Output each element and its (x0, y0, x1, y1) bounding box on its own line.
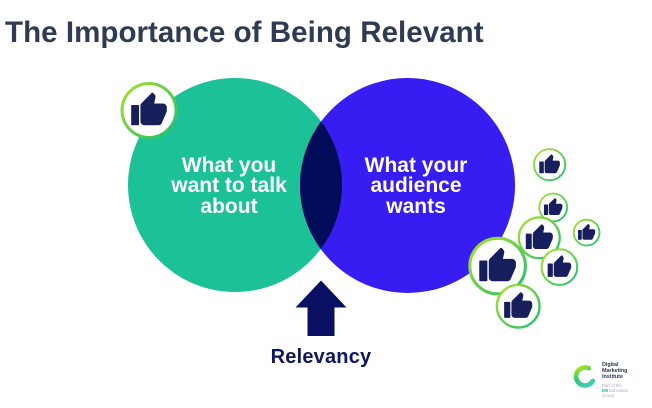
thumbs-up-badge (468, 236, 527, 296)
logo-tagline-accent: IMI (602, 388, 608, 394)
dmi-logo-text: Digital Marketing Institute Part of the … (602, 362, 628, 399)
right-circle-label: What your audience wants (296, 153, 536, 218)
circle-label-line: wants (386, 194, 446, 218)
dmi-logo: Digital Marketing Institute Part of the … (573, 362, 628, 399)
thumbs-up-badge (495, 283, 541, 329)
circle-label-line: about (200, 194, 258, 218)
relevancy-arrow-icon (295, 280, 347, 336)
thumbs-up-badge (533, 148, 567, 182)
circle-label-line: What you (181, 153, 277, 177)
logo-name-line: Marketing (602, 367, 628, 374)
circle-label-line: want to talk (171, 174, 287, 198)
circle-label-line: What your (364, 153, 468, 177)
thumbs-up-badge (120, 81, 178, 139)
thumbs-up-badge (572, 218, 601, 247)
thumbs-up-badges (120, 81, 601, 329)
logo-tagline-line: IMI Education (602, 388, 628, 393)
left-venn-circle (128, 78, 342, 292)
logo-tagline-line: Part of the (602, 383, 622, 389)
logo-tagline-line: Group (602, 393, 614, 399)
page-title: The Importance of Being Relevant (5, 16, 484, 49)
logo-name-line: Institute (602, 373, 623, 380)
logo-tagline-rest: Education (607, 388, 629, 394)
thumbs-up-badge (517, 216, 561, 260)
thumbs-up-badge (540, 248, 579, 286)
left-circle-label: What you want to talk about (109, 153, 349, 218)
logo-name-line: Digital (602, 362, 619, 368)
circle-label-line: audience (370, 174, 462, 198)
dmi-logo-swirl-icon (573, 365, 596, 388)
right-venn-circle (300, 78, 515, 293)
relevancy-label: Relevancy (270, 346, 372, 368)
